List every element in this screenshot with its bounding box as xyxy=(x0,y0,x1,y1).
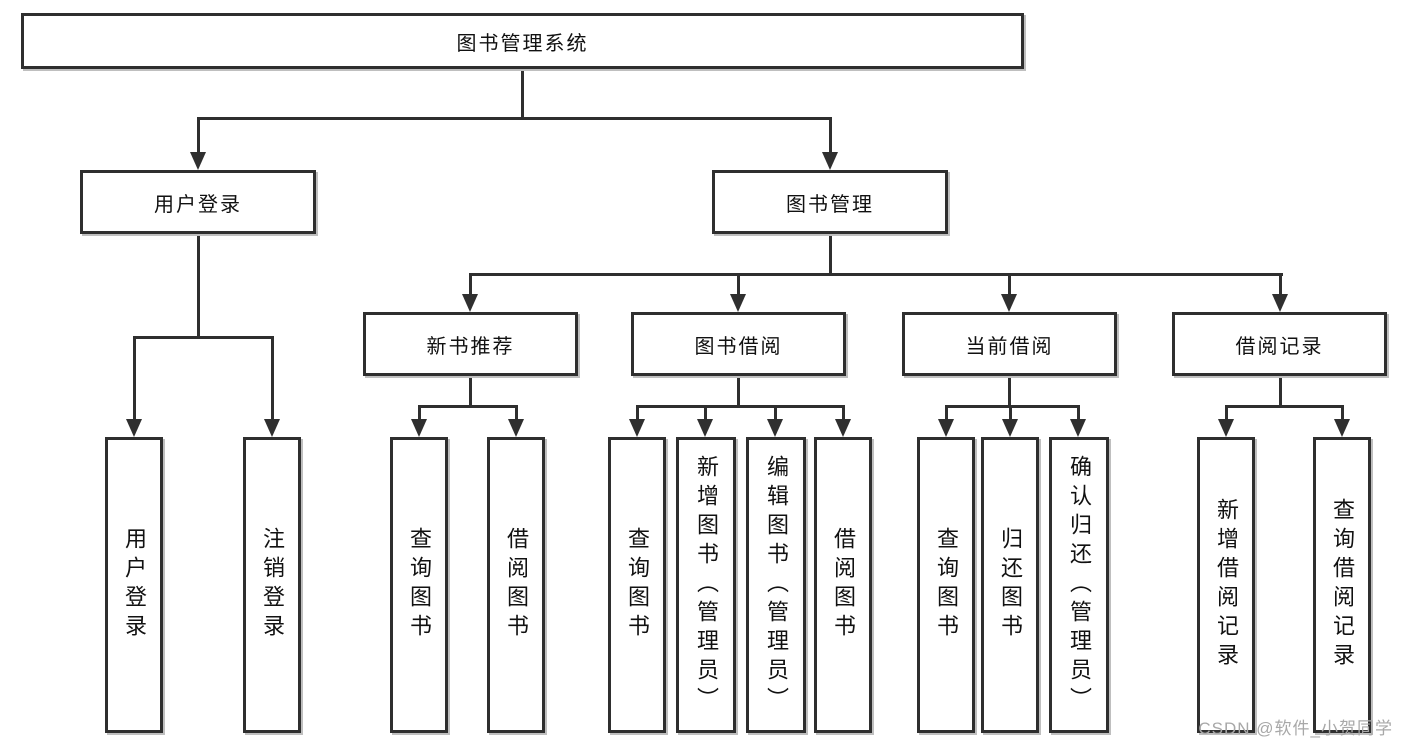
connector-line xyxy=(271,336,274,420)
connector-line xyxy=(737,273,740,295)
node-book-management: 图书管理 xyxy=(712,170,948,234)
arrow-head xyxy=(1218,419,1234,437)
arrow-head xyxy=(767,419,783,437)
connector-line xyxy=(418,405,421,420)
connector-line xyxy=(945,405,1079,408)
connector-line xyxy=(1279,273,1282,295)
arrow-head xyxy=(1002,419,1018,437)
leaf-borrow-borrow-book: 借阅图书 xyxy=(814,437,872,733)
arrow-head xyxy=(1272,294,1288,312)
node-root-library-system: 图书管理系统 xyxy=(21,13,1024,69)
arrow-head xyxy=(411,419,427,437)
connector-line xyxy=(829,117,832,155)
connector-line xyxy=(1225,405,1343,408)
leaf-borrow-query-book: 查询图书 xyxy=(608,437,666,733)
connector-line xyxy=(133,336,274,339)
leaf-newbook-query-book: 查询图书 xyxy=(390,437,448,733)
connector-line xyxy=(197,234,200,338)
leaf-confirm-return-admin: 确认归还（管理员） xyxy=(1049,437,1109,733)
arrow-head xyxy=(1334,419,1350,437)
leaf-current-query-book: 查询图书 xyxy=(917,437,975,733)
node-borrow-record: 借阅记录 xyxy=(1172,312,1387,376)
arrow-head xyxy=(190,152,206,170)
arrow-head xyxy=(938,419,954,437)
node-book-borrow: 图书借阅 xyxy=(631,312,846,376)
connector-line xyxy=(1341,405,1344,420)
arrow-head xyxy=(1070,419,1086,437)
connector-line xyxy=(704,405,707,420)
arrow-head xyxy=(462,294,478,312)
arrow-head xyxy=(697,419,713,437)
node-user-login: 用户登录 xyxy=(80,170,316,234)
connector-line xyxy=(829,234,832,276)
leaf-return-book: 归还图书 xyxy=(981,437,1039,733)
connector-line xyxy=(197,117,832,120)
node-current-borrow: 当前借阅 xyxy=(902,312,1117,376)
connector-line xyxy=(1008,376,1011,408)
watermark: CSDN @软件_小贺同学 xyxy=(1198,719,1393,738)
leaf-query-borrow-record: 查询借阅记录 xyxy=(1313,437,1371,733)
arrow-head xyxy=(822,152,838,170)
connector-line xyxy=(1279,376,1282,408)
connector-line xyxy=(1077,405,1080,420)
arrow-head xyxy=(1001,294,1017,312)
connector-line xyxy=(469,376,472,408)
arrow-head xyxy=(264,419,280,437)
connector-line xyxy=(737,376,740,408)
leaf-user-login: 用户登录 xyxy=(105,437,163,733)
leaf-newbook-borrow-book: 借阅图书 xyxy=(487,437,545,733)
arrow-head xyxy=(835,419,851,437)
connector-line xyxy=(418,405,518,408)
connector-line xyxy=(1008,273,1011,295)
leaf-edit-book-admin: 编辑图书（管理员） xyxy=(746,437,806,733)
connector-line xyxy=(521,69,524,119)
connector-line xyxy=(842,405,845,420)
connector-line xyxy=(197,117,200,155)
connector-line xyxy=(636,405,639,420)
node-new-book-recommend: 新书推荐 xyxy=(363,312,578,376)
leaf-add-book-admin: 新增图书（管理员） xyxy=(676,437,736,733)
connector-line xyxy=(1009,405,1012,420)
connector-line xyxy=(945,405,948,420)
arrow-head xyxy=(730,294,746,312)
arrow-head xyxy=(508,419,524,437)
arrow-head xyxy=(629,419,645,437)
connector-line xyxy=(133,336,136,420)
connector-line xyxy=(774,405,777,420)
arrow-head xyxy=(126,419,142,437)
leaf-logout: 注销登录 xyxy=(243,437,301,733)
connector-line xyxy=(1225,405,1228,420)
connector-line xyxy=(636,405,845,408)
connector-line xyxy=(469,273,1283,276)
connector-line xyxy=(515,405,518,420)
leaf-add-borrow-record: 新增借阅记录 xyxy=(1197,437,1255,733)
connector-line xyxy=(469,273,472,295)
